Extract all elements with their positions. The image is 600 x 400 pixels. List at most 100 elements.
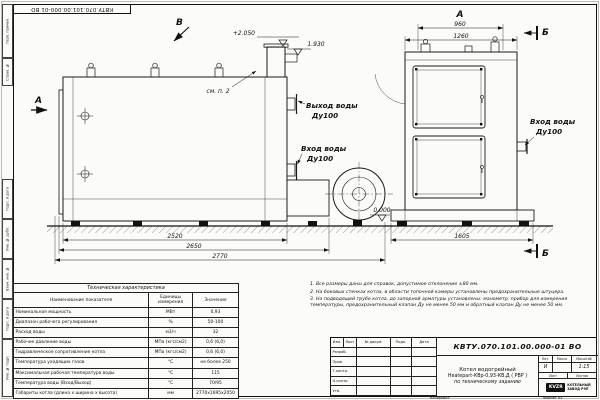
margin-spacer xyxy=(2,86,13,179)
front-support-feet xyxy=(397,221,529,226)
product-name: Котел водогрейный Heatepart-КВр-0,93-КВ,… xyxy=(437,356,539,396)
section-marker-b-bottom xyxy=(523,244,538,258)
target-marks xyxy=(77,108,93,182)
tb-header-cell: Дата xyxy=(412,338,437,348)
col-header: Единицы измерения xyxy=(148,291,194,309)
water-outlet-label: Выход воды xyxy=(306,101,358,110)
section-label-b-top: Б xyxy=(542,28,549,38)
scale-header: Масштаб xyxy=(572,356,597,364)
margin-label: Справ. № xyxy=(2,58,13,86)
sheets-label: Листов xyxy=(568,373,597,380)
boiler-side-view xyxy=(58,43,393,226)
front-body-outline xyxy=(404,51,518,211)
elevation-mid: 1.930 xyxy=(307,41,324,48)
front-inlet-dn: Ду100 xyxy=(535,127,562,136)
view-label-a: А xyxy=(456,10,464,20)
margin-label: Взам. инв. № xyxy=(2,259,13,299)
smoke-outlet-circle xyxy=(325,162,393,226)
side-elevation-marks xyxy=(257,36,390,222)
notes-list: 1. Все размеры даны для справок, допусти… xyxy=(310,282,592,311)
dim-960: 960 xyxy=(454,21,466,28)
front-dimensions xyxy=(390,24,534,244)
tb-role: Пров. xyxy=(331,357,357,368)
table-row: Габариты котла (длина х ширина х высота)… xyxy=(12,387,239,399)
section-label-b-bottom: Б xyxy=(542,249,549,259)
mass-header: Масса xyxy=(553,356,572,364)
section-marker-b-top xyxy=(523,26,538,40)
water-inlet-flange xyxy=(286,161,298,180)
elevation-zero: 0.000 xyxy=(373,207,390,214)
lit-value: И xyxy=(539,363,553,374)
view-arrow-v xyxy=(173,26,190,42)
kvzr-logo: KVZR xyxy=(546,383,566,393)
tech-header-row: Наименование показателя Единицы измерени… xyxy=(12,291,239,309)
tb-header-cell: Лист xyxy=(344,338,357,348)
rotated-doc-number: КВТУ.070.101.00.000-01 ВО xyxy=(30,6,114,12)
title-block-signatures: Изм. Лист № докум. Подп. Дата Разраб. Пр… xyxy=(331,338,437,397)
title-block-main: КВТУ.070.101.00.000-01 ВО Котел водогрей… xyxy=(437,338,598,396)
water-outlet-dn: Ду100 xyxy=(311,111,338,120)
door-latches xyxy=(415,68,483,196)
support-feet xyxy=(71,220,362,226)
tb-role: Н.контр. xyxy=(331,376,357,387)
section-marker-a: А xyxy=(34,96,42,106)
format-label: Формат А3 xyxy=(543,396,563,400)
scale-value: 1:15 xyxy=(572,363,597,374)
smoke-duct xyxy=(286,179,330,217)
tb-role: Т.контр. xyxy=(331,367,357,377)
organization: KVZR котельный завод РЭП xyxy=(539,379,598,396)
dim-2650: 2650 xyxy=(186,243,201,250)
inlet-leader xyxy=(297,153,303,165)
tb-header-cell: Подп. xyxy=(391,338,412,348)
outlet-leader xyxy=(297,100,306,105)
see-note-leader xyxy=(231,70,257,88)
note-item: 1. Все размеры даны для справок, допусти… xyxy=(310,282,479,287)
tb-role: Утв. xyxy=(331,386,357,397)
title-block-meta: Лит. Масса Масштаб И 1:15 Лист Листов KV… xyxy=(539,356,598,396)
col-header: Значение xyxy=(192,291,239,309)
title-block: Изм. Лист № докум. Подп. Дата Разраб. Пр… xyxy=(330,337,598,397)
margin-label: Перв. примен. xyxy=(2,4,13,58)
side-dimensions xyxy=(54,216,386,264)
margin-label: Подп. и дата xyxy=(2,299,13,339)
see-note-label: см. п. 2 xyxy=(206,88,229,95)
dim-1260: 1260 xyxy=(453,33,468,40)
door-swing-arc xyxy=(374,73,406,105)
left-margin-column: Перв. примен. Справ. № Подп. и дата Инв.… xyxy=(2,4,13,397)
elevation-top: +2.050 xyxy=(233,30,255,37)
water-inlet-label: Вход воды xyxy=(301,144,347,153)
tb-role: Разраб. xyxy=(331,347,357,358)
flue-pipe-stub xyxy=(284,53,298,63)
technical-drawing: +2.050 1.930 0.000 2520 2650 2770 А В см… xyxy=(31,10,576,264)
margin-label: Инв. № дубл. xyxy=(2,219,13,259)
water-outlet-flange xyxy=(286,94,298,114)
flue-stack xyxy=(266,46,286,77)
lower-door xyxy=(412,135,486,199)
front-plate xyxy=(58,89,64,215)
copied-label: Копировал xyxy=(430,396,450,400)
sheet-frame xyxy=(13,4,597,397)
base-frame xyxy=(390,209,535,222)
table-row: Диапазон рабочего регулирования%50-100 xyxy=(12,317,239,329)
tech-table-title: Техническая характеристика xyxy=(13,283,239,292)
upper-door xyxy=(412,65,486,129)
dim-1605: 1605 xyxy=(454,233,469,240)
document-number: КВТУ.070.101.00.000-01 ВО xyxy=(437,338,598,357)
boiler-front-view xyxy=(374,36,535,226)
margin-label: Подп. и дата xyxy=(2,179,13,219)
mass-value xyxy=(553,363,572,374)
front-inlet-label: Вход воды xyxy=(530,117,576,126)
note-item: 2. На боковых стенках котла, в области т… xyxy=(310,289,565,295)
rotated-doc-number-stamp: КВТУ.070.101.00.000-01 ВО xyxy=(13,4,131,14)
col-header: Наименование показателя xyxy=(12,291,150,309)
tech-characteristics: Техническая характеристика Наименование … xyxy=(12,283,239,399)
lit-header: Лит. xyxy=(539,356,553,364)
